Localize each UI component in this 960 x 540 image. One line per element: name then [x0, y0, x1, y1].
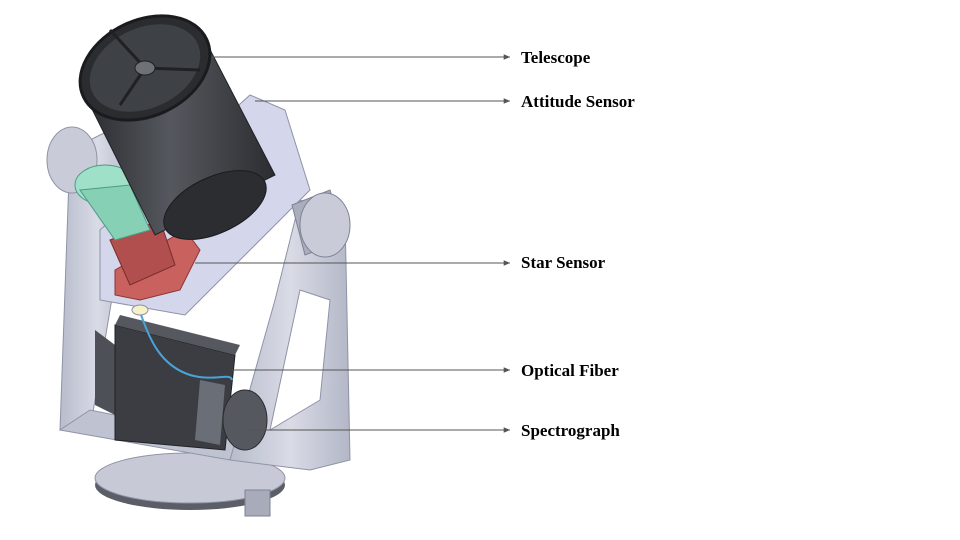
leader-lines	[195, 54, 510, 433]
fiber-port	[131, 304, 149, 316]
label-optical-fiber: Optical Fiber	[521, 361, 619, 380]
label-spectrograph: Spectrograph	[521, 421, 620, 440]
elevation-knob	[291, 189, 351, 258]
optical-fiber-cable	[139, 311, 233, 381]
label-star-sensor: Star Sensor	[521, 253, 606, 272]
star-sensor-unit	[74, 164, 201, 301]
label-telescope: Telescope	[521, 48, 591, 67]
telescope-unit	[78, 14, 276, 240]
spectrograph-unit	[114, 315, 268, 451]
base-turntable	[94, 452, 286, 517]
label-attitude-sensor: Attitude Sensor	[521, 92, 635, 111]
